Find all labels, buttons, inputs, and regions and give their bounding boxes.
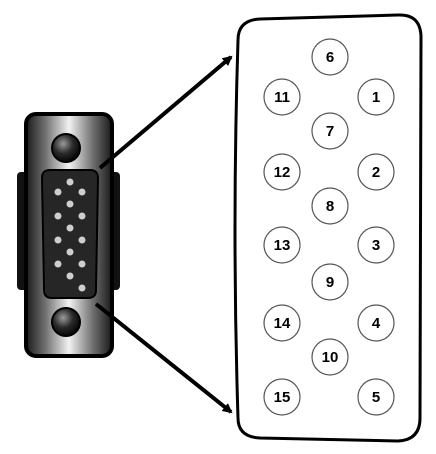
connector-pin-dot <box>78 212 86 220</box>
pin: 1 <box>357 78 395 116</box>
connector-pin-dot <box>66 272 74 280</box>
pin-circle <box>311 187 349 225</box>
connector-pin-dot <box>66 248 74 256</box>
pin-circle <box>263 78 301 116</box>
pin: 6 <box>311 38 349 76</box>
connector-pin-dot <box>78 236 86 244</box>
pin-label: 4 <box>372 315 381 332</box>
pin-label: 12 <box>274 164 291 181</box>
pin-circle <box>311 338 349 376</box>
connector-pin-dot <box>54 236 62 244</box>
pin-label: 13 <box>274 237 291 254</box>
pin-circle <box>357 304 395 342</box>
pin: 10 <box>311 338 349 376</box>
pin-circle <box>263 153 301 191</box>
pin-circle <box>357 153 395 191</box>
pin-circle <box>357 226 395 264</box>
pin-circle <box>263 304 301 342</box>
pin: 15 <box>263 378 301 416</box>
pin-circle <box>263 226 301 264</box>
pin: 12 <box>263 153 301 191</box>
pin-label: 11 <box>274 89 290 106</box>
pin: 3 <box>357 226 395 264</box>
pin: 4 <box>357 304 395 342</box>
pin-label: 5 <box>372 389 380 406</box>
connector-pin-dot <box>66 200 74 208</box>
pin-label: 2 <box>372 164 380 181</box>
connector-pin-dot <box>66 224 74 232</box>
pin-circle <box>357 78 395 116</box>
pin-label: 7 <box>326 123 334 140</box>
pinout-panel <box>233 13 423 443</box>
pin: 13 <box>263 226 301 264</box>
pin-circle <box>311 263 349 301</box>
pin: 8 <box>311 187 349 225</box>
pin: 7 <box>311 112 349 150</box>
arrow-bottom <box>94 302 233 414</box>
connector-pin-dot <box>54 188 62 196</box>
arrow-top <box>98 55 233 170</box>
pin-label: 15 <box>274 389 291 406</box>
pin-circle <box>311 112 349 150</box>
pin-label: 8 <box>326 198 334 215</box>
connector-pin-dot <box>78 188 86 196</box>
vga-connector <box>17 112 120 358</box>
pin: 2 <box>357 153 395 191</box>
connector-top-screw <box>51 133 81 163</box>
pin-label: 1 <box>372 89 380 106</box>
pin: 14 <box>263 304 301 342</box>
pin-label: 3 <box>372 237 380 254</box>
connector-pin-dot <box>78 260 86 268</box>
connector-pin-dots <box>54 178 86 292</box>
pin: 5 <box>357 378 395 416</box>
connector-pin-dot <box>54 212 62 220</box>
pin-circle <box>357 378 395 416</box>
connector-pin-dot <box>54 260 62 268</box>
pin: 11 <box>263 78 301 116</box>
pin-label: 10 <box>322 349 339 366</box>
connector-pin-dot <box>78 284 86 292</box>
connector-bottom-screw <box>51 307 81 337</box>
pin-circle <box>311 38 349 76</box>
pin-label: 9 <box>326 274 334 291</box>
pin-circle <box>263 378 301 416</box>
pin: 9 <box>311 263 349 301</box>
connector-pin-dot <box>66 178 74 186</box>
pin-label: 14 <box>274 315 291 332</box>
pin-label: 6 <box>326 49 334 66</box>
